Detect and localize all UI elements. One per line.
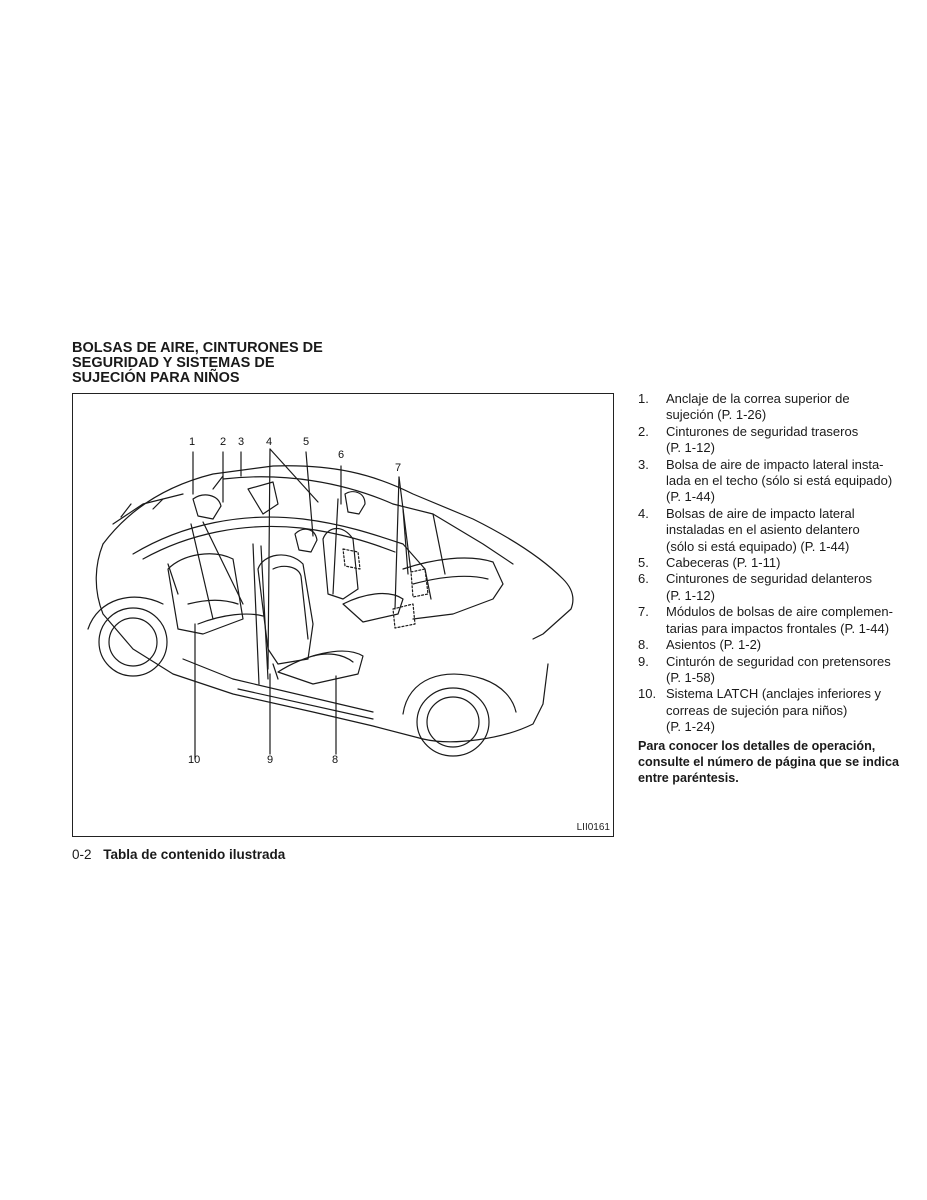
item-line: (P. 1-44) xyxy=(666,489,715,505)
note-line: entre paréntesis. xyxy=(638,771,739,785)
item-number: 7. xyxy=(638,604,649,620)
item-number: 8. xyxy=(638,637,649,653)
list-item: 5. Cabeceras (P. 1-11) xyxy=(638,555,908,571)
note-line: Para conocer los detalles de operación, xyxy=(638,739,876,753)
list-item: 9. Cinturón de seguridad con pretensores(… xyxy=(638,654,908,687)
list-item: 7. Módulos de bolsas de aire complemen-ta… xyxy=(638,604,908,637)
car-illustration-figure: 1 2 3 4 5 6 7 10 9 8 LII0161 xyxy=(72,393,614,837)
item-line: Bolsas de aire de impacto lateral xyxy=(666,505,855,521)
item-number: 5. xyxy=(638,555,649,571)
item-number: 3. xyxy=(638,456,649,472)
list-item: 8. Asientos (P. 1-2) xyxy=(638,637,908,653)
item-line: Cinturones de seguridad traseros xyxy=(666,423,859,439)
section-title-line: BOLSAS DE AIRE, CINTURONES DE xyxy=(72,340,323,356)
callout-6: 6 xyxy=(338,449,345,461)
item-line: correas de sujeción para niños) xyxy=(666,702,848,718)
operation-note: Para conocer los detalles de operación, … xyxy=(638,738,906,786)
item-line: Cinturones de seguridad delanteros xyxy=(666,571,872,587)
callout-9: 9 xyxy=(267,754,274,766)
item-line: (P. 1-24) xyxy=(666,719,715,735)
item-number: 10. xyxy=(638,686,657,702)
item-line: Bolsa de aire de impacto lateral insta- xyxy=(666,456,884,472)
item-line: (P. 1-12) xyxy=(666,587,715,603)
page-number: 0-2 xyxy=(72,847,92,862)
list-item: 2. Cinturones de seguridad traseros(P. 1-… xyxy=(638,424,908,457)
item-line: Cabeceras (P. 1-11) xyxy=(666,555,781,571)
item-line: Anclaje de la correa superior de xyxy=(666,391,850,406)
item-text: Asientos (P. 1-2) xyxy=(666,637,908,653)
callout-10: 10 xyxy=(188,754,201,766)
item-line: Asientos (P. 1-2) xyxy=(666,637,762,653)
note-line: consulte el número de página que se indi… xyxy=(638,755,900,769)
item-line: tarias para impactos frontales (P. 1-44) xyxy=(666,620,890,636)
item-number: 1. xyxy=(638,391,649,406)
item-text: Módulos de bolsas de aire complemen-tari… xyxy=(666,604,908,637)
item-line: instaladas en el asiento delantero xyxy=(666,522,860,538)
list-item: 6. Cinturones de seguridad delanteros(P. … xyxy=(638,571,908,604)
item-line: (P. 1-12) xyxy=(666,440,715,456)
list-item: 3. Bolsa de aire de impacto lateral insta… xyxy=(638,457,908,506)
item-text: Cinturones de seguridad delanteros(P. 1-… xyxy=(666,571,908,604)
item-text: Cinturones de seguridad traseros(P. 1-12… xyxy=(666,424,908,457)
item-line: sujeción (P. 1-26) xyxy=(666,407,767,423)
item-line: Sistema LATCH (anclajes inferiores y xyxy=(666,686,882,702)
item-text: Cinturón de seguridad con pretensores(P.… xyxy=(666,654,908,687)
callout-4: 4 xyxy=(266,436,273,448)
section-title-line: SEGURIDAD Y SISTEMAS DE xyxy=(72,355,275,371)
item-number: 6. xyxy=(638,571,649,587)
callout-1: 1 xyxy=(189,436,196,448)
item-number: 2. xyxy=(638,423,649,439)
page-footer: 0-2 Tabla de contenido ilustrada xyxy=(72,847,285,862)
item-number: 4. xyxy=(638,505,649,521)
car-cutaway-drawing xyxy=(87,448,574,760)
section-title: BOLSAS DE AIRE, CINTURONES DE SEGURIDAD … xyxy=(72,341,372,386)
item-text: Bolsa de aire de impacto lateral insta-l… xyxy=(666,457,908,506)
item-text: Cabeceras (P. 1-11) xyxy=(666,555,908,571)
item-line: lada en el techo (sólo si está equipado) xyxy=(666,473,893,489)
figure-code: LII0161 xyxy=(576,822,610,833)
item-line: (sólo si está equipado) (P. 1-44) xyxy=(666,538,850,554)
item-line: (P. 1-58) xyxy=(666,669,715,685)
section-title-line: SUJECIÓN PARA NIÑOS xyxy=(72,370,240,386)
footer-title: Tabla de contenido ilustrada xyxy=(103,847,286,862)
item-line: Módulos de bolsas de aire complemen- xyxy=(666,604,893,620)
item-number: 9. xyxy=(638,653,649,669)
callout-7: 7 xyxy=(395,462,402,474)
callout-5: 5 xyxy=(303,436,310,448)
callout-8: 8 xyxy=(332,754,339,766)
callout-3: 3 xyxy=(238,436,245,448)
item-line: Cinturón de seguridad con pretensores xyxy=(666,653,891,669)
callout-2: 2 xyxy=(220,436,227,448)
